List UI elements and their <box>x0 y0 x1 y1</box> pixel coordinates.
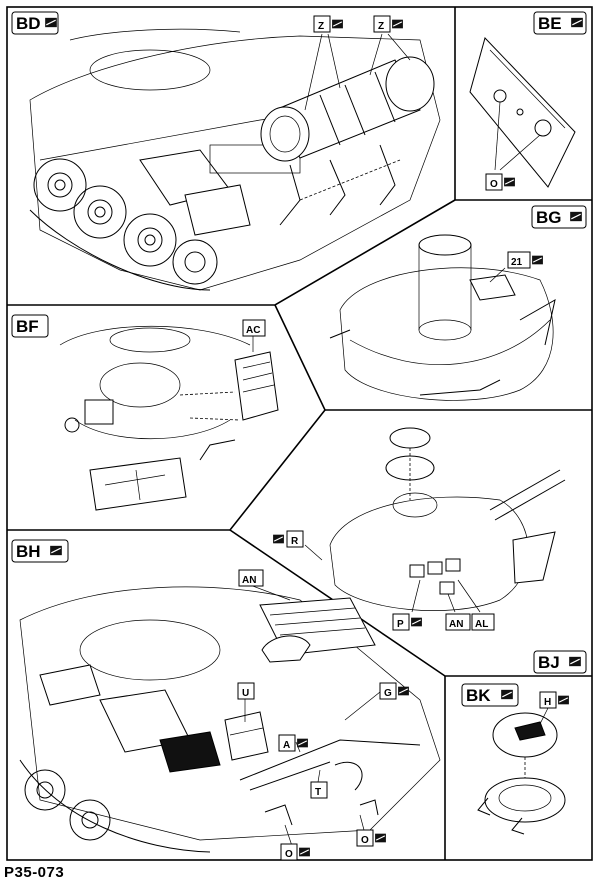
section-label-bd: BD <box>16 14 41 33</box>
section-tag-bf: BF <box>11 314 49 338</box>
svg-text:O: O <box>490 179 498 190</box>
section-tag-be: BE <box>533 11 587 35</box>
callout-u: U <box>237 682 255 700</box>
callout-an-bj: AN <box>445 613 471 631</box>
callout-o-bh-1: O <box>280 843 311 861</box>
bd-road-wheels <box>29 158 218 291</box>
bk-illustration <box>477 707 566 835</box>
section-label-bk: BK <box>466 686 491 705</box>
callout-ac: AC <box>242 319 266 337</box>
svg-text:R: R <box>291 536 299 547</box>
bf-ac-box <box>234 351 279 421</box>
svg-text:U: U <box>242 688 249 699</box>
bd-fuel-drums <box>260 56 435 162</box>
section-label-bf: BF <box>16 317 39 336</box>
section-tag-bj: BJ <box>533 650 587 674</box>
document-code: P35-073 <box>4 864 65 881</box>
svg-text:Z: Z <box>318 21 324 32</box>
callout-z-1: Z <box>313 15 344 33</box>
section-label-bg: BG <box>536 208 562 227</box>
callout-h: H <box>539 691 570 709</box>
svg-text:O: O <box>285 849 293 860</box>
svg-text:Z: Z <box>378 21 384 32</box>
svg-text:AN: AN <box>449 619 463 630</box>
svg-text:H: H <box>544 697 551 708</box>
callout-r: R <box>272 530 304 548</box>
section-tag-bh: BH <box>11 539 69 563</box>
svg-text:T: T <box>315 787 321 798</box>
svg-text:21: 21 <box>511 257 523 268</box>
section-tag-bd: BD <box>11 11 59 35</box>
svg-text:P: P <box>397 619 404 630</box>
svg-text:O: O <box>361 835 369 846</box>
bf-illustration <box>59 325 279 511</box>
callout-o-be: O <box>485 173 516 191</box>
bh-road-wheels <box>19 759 211 853</box>
callout-o-bh-2: O <box>356 829 387 847</box>
section-label-bj: BJ <box>538 653 560 672</box>
bg-illustration <box>329 234 556 401</box>
bd-illustration <box>29 28 441 291</box>
callout-an-bh: AN <box>238 569 264 587</box>
svg-text:AL: AL <box>475 619 488 630</box>
panel-frames <box>6 6 593 861</box>
section-label-bh: BH <box>16 542 41 561</box>
callout-21: 21 <box>507 251 544 269</box>
bj-periscope-blocks <box>409 558 461 595</box>
callout-z-2: Z <box>373 15 404 33</box>
svg-text:A: A <box>283 740 290 751</box>
section-label-be: BE <box>538 14 562 33</box>
callout-g: G <box>379 682 410 700</box>
callout-a: A <box>278 734 309 752</box>
svg-text:G: G <box>384 688 392 699</box>
svg-text:AC: AC <box>246 325 260 336</box>
be-illustration <box>469 37 576 188</box>
callout-t: T <box>310 781 328 799</box>
section-tag-bk: BK <box>461 683 519 707</box>
bh-illustration <box>19 584 441 853</box>
callout-p: P <box>392 613 423 631</box>
callout-al: AL <box>471 613 495 631</box>
svg-text:AN: AN <box>242 575 256 586</box>
bj-illustration <box>304 427 566 613</box>
section-tag-bg: BG <box>531 205 587 229</box>
